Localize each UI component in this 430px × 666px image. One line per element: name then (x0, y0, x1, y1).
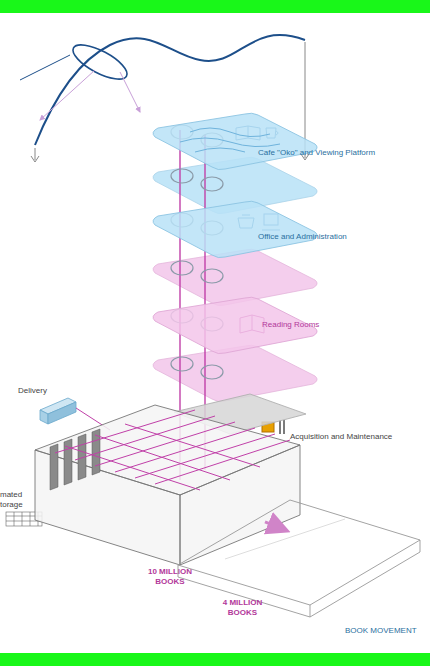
delivery-label: Delivery (18, 386, 68, 396)
shape-outline (285, 495, 420, 620)
node-label: Reading Rooms (262, 320, 352, 330)
delivery-truck (40, 398, 110, 430)
outline (35, 405, 300, 565)
node-label: 4 MILLION BOOKS (215, 598, 270, 618)
office-plate: Office and Administration (150, 200, 320, 260)
cafe-plate: Cafe "Oko" and Viewing Platform (150, 112, 320, 172)
storage-box: 10 MILLION BOOKS (35, 395, 265, 555)
floor-plates (153, 157, 317, 401)
node-label: Acquisition and Maintenance (290, 432, 420, 442)
shape-outline (150, 200, 320, 260)
outline (153, 113, 317, 169)
bottom-bar (0, 653, 430, 666)
node-label: 10 MILLION BOOKS (140, 567, 200, 587)
top-bar (0, 0, 430, 13)
outline (178, 500, 420, 617)
storage-rack (50, 444, 58, 490)
floor-icons (236, 126, 284, 434)
legend-title: BOOK MOVEMENT (345, 626, 425, 636)
reading-plate: Reading Rooms (150, 296, 320, 356)
shape-outline (35, 395, 265, 555)
surface-lines (55, 410, 290, 490)
expansion-box: 4 MILLION BOOKS (285, 495, 420, 620)
storage-label: mated torage (0, 490, 30, 510)
node-label: Office and Administration (258, 232, 368, 242)
node-label: Cafe "Oko" and Viewing Platform (258, 148, 378, 158)
outline (153, 201, 317, 257)
surface-lines (225, 519, 345, 559)
shape-outline (150, 112, 320, 172)
